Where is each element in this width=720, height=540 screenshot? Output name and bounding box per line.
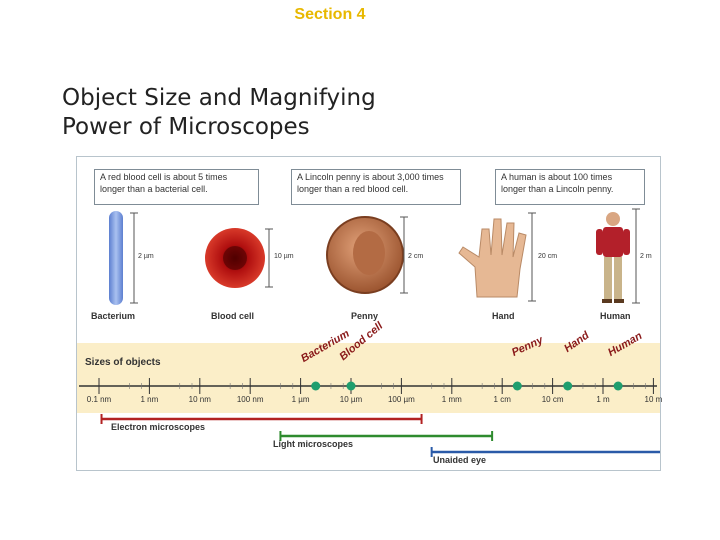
human-dimension: 2 m <box>640 253 652 260</box>
size-marker <box>563 381 573 391</box>
unaided-eye-label: Unaided eye <box>433 455 487 465</box>
note-penny: A Lincoln penny is about 3,000 times lon… <box>291 169 461 205</box>
hand-label: Hand <box>492 311 515 321</box>
size-marker <box>512 381 522 391</box>
tick-label: 10 nm <box>188 395 211 404</box>
slide-title-line-1: Object Size and Magnifying <box>62 85 376 111</box>
blood-cell-dimension: 10 µm <box>274 253 294 260</box>
bacterium-image <box>109 211 123 305</box>
tick-label: 1 nm <box>140 395 159 404</box>
hand-image <box>458 218 527 298</box>
bacterium-dimension: 2 µm <box>138 253 154 260</box>
penny-label: Penny <box>351 311 379 321</box>
size-marker <box>613 381 623 391</box>
tick-label: 100 nm <box>236 395 264 404</box>
blood-cell-image <box>205 228 265 288</box>
scale-band <box>77 343 660 413</box>
objects-illustration <box>109 208 640 305</box>
blood-cell-label: Blood cell <box>211 311 255 321</box>
tick-label: 1 mm <box>441 395 462 404</box>
tick-label: 10 m <box>644 395 663 404</box>
size-marker <box>311 381 321 391</box>
tick-label: 1 cm <box>493 395 511 404</box>
note-human: A human is about 100 times longer than a… <box>495 169 645 205</box>
human-image <box>596 212 630 303</box>
tick-label: 0.1 nm <box>86 395 112 404</box>
bacterium-label: Bacterium <box>91 311 136 321</box>
electron-microscopes-label: Electron microscopes <box>111 422 206 432</box>
tick-label: 1 m <box>596 395 610 404</box>
hand-dimension: 20 cm <box>538 253 558 260</box>
size-marker <box>346 381 356 391</box>
tick-label: 10 cm <box>541 395 564 404</box>
note-blood-cell: A red blood cell is about 5 times longer… <box>94 169 259 205</box>
slide-title: Object Size and Magnifying Power of Micr… <box>62 84 376 142</box>
sizes-of-objects-label: Sizes of objects <box>85 357 161 368</box>
penny-dimension: 2 cm <box>408 253 424 260</box>
tick-label: 100 µm <box>387 395 415 404</box>
penny-image <box>326 216 404 294</box>
size-scale-axis <box>79 378 660 457</box>
tick-label: 10 µm <box>339 395 363 404</box>
slide-title-line-2: Power of Microscopes <box>62 114 310 140</box>
size-scale-figure: A red blood cell is about 5 times longer… <box>76 156 663 471</box>
light-microscopes-label: Light microscopes <box>273 439 354 449</box>
human-label: Human <box>600 311 631 321</box>
tick-label: 1 µm <box>291 395 310 404</box>
section-label: Section 4 <box>294 6 366 23</box>
